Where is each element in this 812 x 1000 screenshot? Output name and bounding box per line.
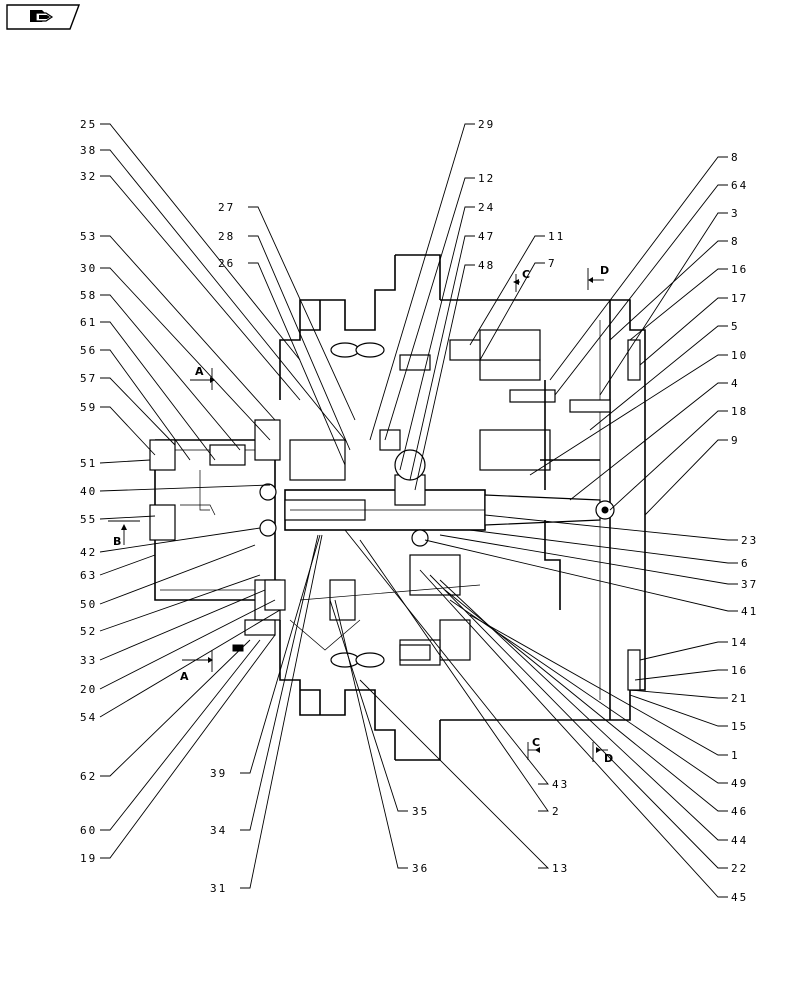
part-labels-right: 8 64 3 8 16 17 5 10 4 18 9 23 6 37 41 14…	[731, 151, 758, 904]
part-label: 36	[412, 862, 429, 875]
part-label: 38	[80, 144, 97, 157]
part-label: 34	[210, 824, 227, 837]
part-label: 63	[80, 569, 97, 582]
part-label: 55	[80, 513, 97, 526]
part-label: 22	[731, 862, 748, 875]
part-label: 61	[80, 316, 97, 329]
part-label: 21	[731, 692, 748, 705]
part-label: 19	[80, 852, 97, 865]
section-d-bottom: D	[604, 752, 613, 765]
part-label: 48	[478, 259, 495, 272]
part-label: 10	[731, 349, 748, 362]
part-label: 23	[741, 534, 758, 547]
part-label: 27	[218, 201, 235, 214]
part-label: 25	[80, 118, 97, 131]
part-label: 9	[731, 434, 740, 447]
part-label: 58	[80, 289, 97, 302]
part-label: 47	[478, 230, 495, 243]
section-a-bottom: A	[180, 670, 189, 683]
leader-lines	[99, 123, 738, 898]
part-label: 24	[478, 201, 495, 214]
part-label: 35	[412, 805, 429, 818]
part-label: 3	[731, 207, 740, 220]
part-labels-bottom: 39 34 31 35 36 2 13 43	[210, 767, 569, 895]
part-label: 43	[552, 778, 569, 791]
part-label: 41	[741, 605, 758, 618]
part-label: 49	[731, 777, 748, 790]
part-label: 44	[731, 834, 748, 847]
part-label: 39	[210, 767, 227, 780]
section-d-top: D	[600, 264, 609, 277]
part-label: 1	[731, 749, 740, 762]
part-label: 50	[80, 598, 97, 611]
part-label: 28	[218, 230, 235, 243]
part-label: 16	[731, 263, 748, 276]
part-label: 8	[731, 235, 740, 248]
part-label: 56	[80, 344, 97, 357]
part-label: 4	[731, 377, 740, 390]
part-label: 59	[80, 401, 97, 414]
part-label: 11	[548, 230, 565, 243]
part-label: 60	[80, 824, 97, 837]
part-label: 51	[80, 457, 97, 470]
assembly-drawing	[149, 254, 646, 761]
nav-back-button[interactable]	[6, 4, 80, 30]
section-markers: A A B C C D D	[108, 264, 613, 765]
section-c-bottom: C	[532, 736, 540, 749]
part-label: 31	[210, 882, 227, 895]
part-label: 17	[731, 292, 748, 305]
part-label: 32	[80, 170, 97, 183]
part-labels-left: 25 38 32 53 30 58 61 56 57 59 51 40 55 4…	[80, 118, 97, 865]
section-b: B	[113, 535, 121, 548]
part-label: 7	[548, 257, 557, 270]
part-label: 37	[741, 578, 758, 591]
part-label: 46	[731, 805, 748, 818]
part-label: 29	[478, 118, 495, 131]
part-label: 2	[552, 805, 561, 818]
section-a-top: A	[195, 365, 204, 378]
part-label: 18	[731, 405, 748, 418]
part-label: 52	[80, 625, 97, 638]
part-label: 33	[80, 654, 97, 667]
part-label: 5	[731, 320, 740, 333]
part-label: 62	[80, 770, 97, 783]
part-label: 40	[80, 485, 97, 498]
part-label: 45	[731, 891, 748, 904]
part-label: 53	[80, 230, 97, 243]
part-label: 64	[731, 179, 748, 192]
part-label: 54	[80, 711, 97, 724]
part-labels-top: 27 28 26 29 12 24 47 48 11 7	[218, 118, 565, 272]
part-label: 16	[731, 664, 748, 677]
part-label: 13	[552, 862, 569, 875]
part-label: 8	[731, 151, 740, 164]
bookmark-arrow-icon	[30, 10, 54, 22]
part-label: 30	[80, 262, 97, 275]
part-label: 20	[80, 683, 97, 696]
part-label: 42	[80, 546, 97, 559]
part-label: 12	[478, 172, 495, 185]
part-label: 14	[731, 636, 748, 649]
part-label: 15	[731, 720, 748, 733]
part-label: 26	[218, 257, 235, 270]
part-label: 6	[741, 557, 750, 570]
section-c-top: C	[522, 268, 530, 281]
part-label: 57	[80, 372, 97, 385]
